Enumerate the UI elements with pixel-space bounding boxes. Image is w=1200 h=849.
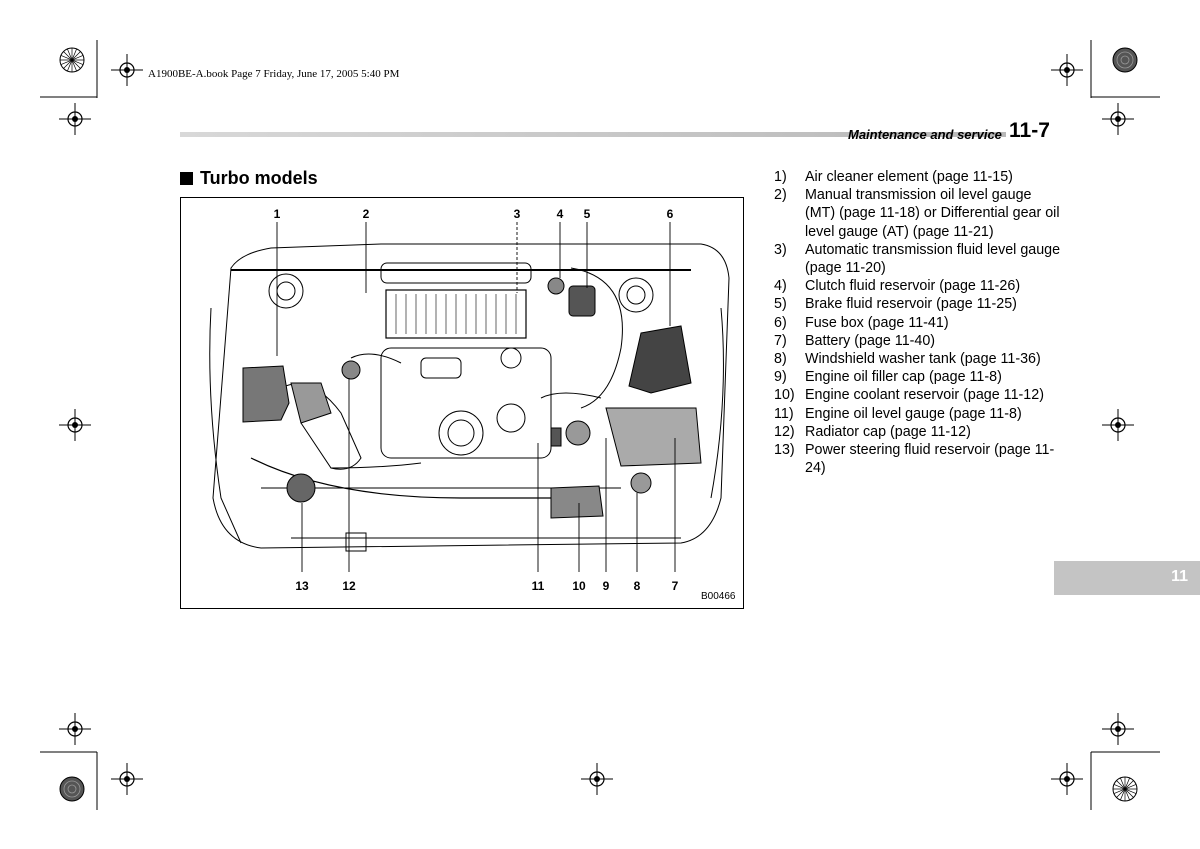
page-number: 11-7 (1009, 119, 1050, 142)
legend-item: 10) Engine coolant reservoir (page 11-12) (774, 386, 1064, 404)
legend-item: 3) Automatic transmission fluid level gau… (774, 241, 1064, 277)
legend-item: 2) Manual transmission oil level gauge (M… (774, 186, 1064, 241)
callout-13: 13 (295, 579, 309, 593)
legend-item: 1) Air cleaner element (page 11-15) (774, 168, 1064, 186)
print-info: A1900BE-A.book Page 7 Friday, June 17, 2… (148, 68, 400, 80)
section-title: Maintenance and service (848, 127, 1002, 142)
legend-item: 11) Engine oil level gauge (page 11-8) (774, 405, 1064, 423)
chapter-tab-number: 11 (1171, 568, 1188, 585)
square-bullet-icon (180, 172, 193, 185)
legend-text: Windshield washer tank (page 11-36) (805, 351, 1041, 368)
legend-text: Clutch fluid reservoir (page 11-26) (805, 278, 1021, 295)
engine-illustration (209, 222, 730, 572)
legend-item: 13) Power steering fluid reservoir (page … (774, 441, 1064, 477)
legend-item: 8) Windshield washer tank (page 11-36) (774, 350, 1064, 368)
legend-text: Engine oil filler cap (page 11-8) (805, 369, 1002, 386)
header-rule (180, 132, 1006, 137)
legend-number: 10) (774, 387, 795, 404)
callout-4: 4 (556, 207, 564, 221)
legend-number: 3) (774, 241, 787, 258)
legend-text: Automatic transmission fluid level gauge… (805, 241, 1061, 277)
legend-number: 11) (774, 405, 794, 422)
legend-number: 8) (774, 351, 787, 368)
callout-1: 1 (273, 207, 281, 221)
component-legend: 1) Air cleaner element (page 11-15) 2) Manu… (774, 168, 1064, 477)
legend-text: Fuse box (page 11-41) (805, 314, 949, 331)
legend-number: 5) (774, 296, 787, 313)
callout-6: 6 (666, 207, 674, 221)
legend-number: 6) (774, 314, 787, 331)
legend-text: Manual transmission oil level gauge (MT)… (805, 187, 1060, 240)
subsection-heading: Turbo models (180, 168, 318, 189)
legend-number: 7) (774, 332, 787, 349)
callout-9: 9 (602, 579, 610, 593)
callout-12: 12 (342, 579, 356, 593)
callout-8: 8 (633, 579, 641, 593)
legend-text: Power steering fluid reservoir (page 11-… (805, 442, 1055, 477)
callout-3: 3 (513, 207, 521, 221)
callout-2: 2 (362, 207, 370, 221)
legend-item: 9) Engine oil filler cap (page 11-8) (774, 368, 1064, 386)
legend-text: Engine coolant reservoir (page 11-12) (805, 387, 1044, 404)
legend-text: Battery (page 11-40) (805, 332, 936, 349)
figure-code: B00466 (701, 591, 736, 602)
chapter-tab: 11 (1054, 561, 1200, 595)
legend-item: 7) Battery (page 11-40) (774, 332, 1064, 350)
callout-11: 11 (531, 579, 545, 593)
legend-number: 13) (774, 442, 795, 459)
callout-5: 5 (583, 207, 591, 221)
legend-text: Air cleaner element (page 11-15) (805, 169, 1013, 185)
legend-item: 5) Brake fluid reservoir (page 11-25) (774, 295, 1064, 313)
legend-item: 6) Fuse box (page 11-41) (774, 314, 1064, 332)
legend-text: Radiator cap (page 11-12) (805, 423, 971, 440)
callout-10: 10 (572, 579, 586, 593)
legend-item: 12) Radiator cap (page 11-12) (774, 423, 1064, 441)
legend-item: 4) Clutch fluid reservoir (page 11-26) (774, 277, 1064, 295)
legend-number: 9) (774, 369, 787, 386)
legend-number: 2) (774, 187, 787, 204)
legend-number: 12) (774, 423, 795, 440)
legend-number: 1) (774, 169, 787, 185)
heading-text: Turbo models (200, 168, 318, 188)
legend-number: 4) (774, 278, 787, 295)
callout-7: 7 (671, 579, 679, 593)
legend-text: Brake fluid reservoir (page 11-25) (805, 296, 1017, 313)
legend-text: Engine oil level gauge (page 11-8) (805, 405, 1022, 422)
